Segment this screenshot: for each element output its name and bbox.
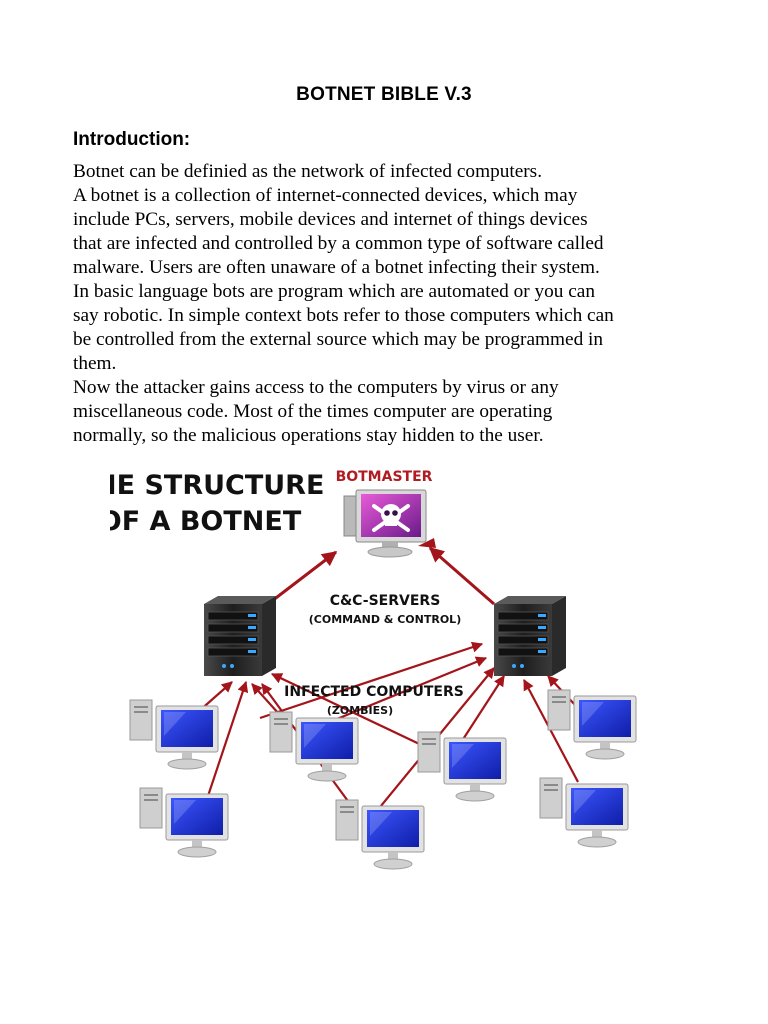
infected-computers-label: INFECTED COMPUTERS xyxy=(284,684,464,700)
monitor-icon xyxy=(335,799,425,870)
server-to-botmaster-arrows xyxy=(267,546,495,606)
monitor-icon xyxy=(269,711,359,782)
paragraph-line: normally, so the malicious operations st… xyxy=(73,425,544,446)
monitor-icon xyxy=(139,787,229,858)
intro-paragraph: Botnet can be definied as the network of… xyxy=(73,160,713,448)
monitor-icon xyxy=(129,699,219,770)
server-icon xyxy=(203,595,277,677)
paragraph-line: include PCs, servers, mobile devices and… xyxy=(73,209,588,230)
figure-title-line2: OF A BOTNET xyxy=(110,506,302,537)
paragraph-line: malware. Users are often unaware of a bo… xyxy=(73,257,600,278)
skull-crossbones-icon xyxy=(372,504,410,532)
infected-computers-sublabel: (ZOMBIES) xyxy=(327,704,393,717)
paragraph-line: Botnet can be definied as the network of… xyxy=(73,161,543,182)
botmaster-label: BOTMASTER xyxy=(336,469,433,485)
cc-servers-sublabel: (COMMAND & CONTROL) xyxy=(309,613,461,626)
paragraph-line: A botnet is a collection of internet-con… xyxy=(73,185,578,206)
paragraph-line: that are infected and controlled by a co… xyxy=(73,233,604,254)
server-icon xyxy=(493,595,567,677)
paragraph-line: miscellaneous code. Most of the times co… xyxy=(73,401,553,422)
cc-servers-label: C&C-SERVERS xyxy=(330,593,441,609)
document-title: BOTNET BIBLE V.3 xyxy=(296,84,472,105)
paragraph-line: say robotic. In simple context bots refe… xyxy=(73,305,614,326)
botmaster-computer xyxy=(343,489,436,558)
paragraph-line: them. xyxy=(73,353,117,374)
figure-title-line1: THE STRUCTURE xyxy=(110,470,324,501)
paragraph-line: be controlled from the external source w… xyxy=(73,329,604,350)
botnet-structure-figure: THE STRUCTURE OF A BOTNET BOTMASTER xyxy=(110,462,670,882)
monitor-icon xyxy=(417,731,507,802)
section-heading: Introduction: xyxy=(73,129,191,150)
paragraph-line: In basic language bots are program which… xyxy=(73,281,595,302)
paragraph-line: Now the attacker gains access to the com… xyxy=(73,377,559,398)
monitor-icon xyxy=(539,777,629,848)
